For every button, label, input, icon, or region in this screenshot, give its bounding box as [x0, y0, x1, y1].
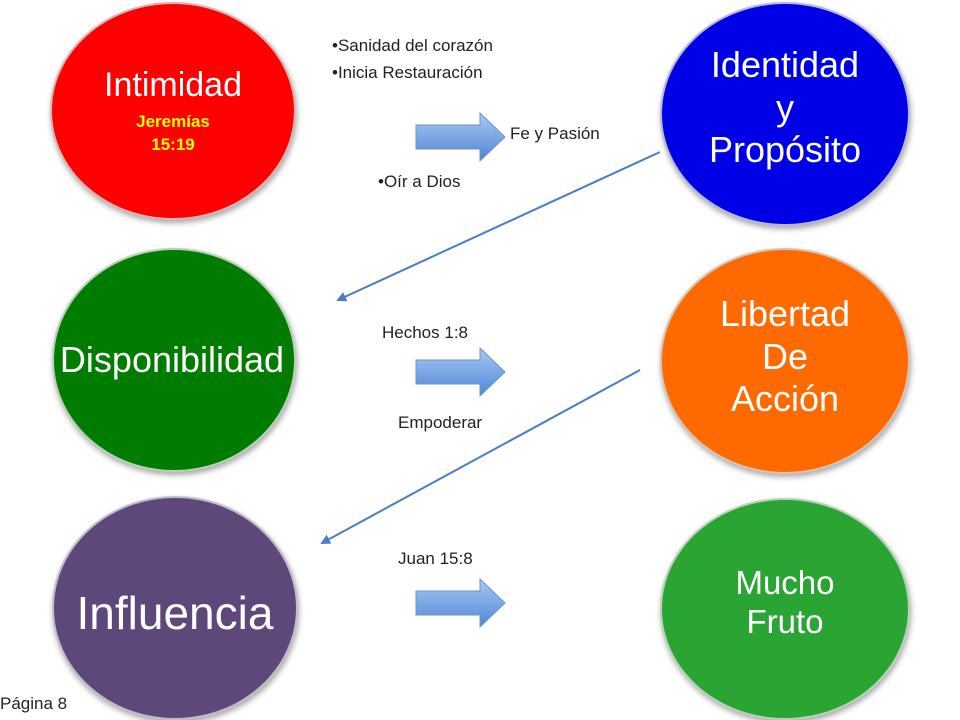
mucho-fruto-label: Mucho Fruto [735, 564, 834, 642]
bullet-text: Sanidad del corazón [337, 36, 493, 55]
identidad-label: Identidad y Propósito [709, 44, 861, 171]
influencia-label: Influencia [76, 586, 274, 639]
block-arrow-2 [415, 346, 506, 398]
circle-mucho-fruto: Mucho Fruto [660, 498, 910, 720]
libertad-line2: De [761, 335, 808, 377]
fruto-line2: Fruto [746, 603, 824, 640]
disponibilidad-label: Disponibilidad [59, 338, 285, 380]
bullet-item: Oír a Dios [378, 168, 461, 195]
intimidad-label: Intimidad [104, 66, 242, 104]
oir-bullet-list: Oír a Dios [378, 168, 461, 195]
intimidad-reference: Jeremías 15:19 [136, 111, 210, 157]
circle-intimidad: Intimidad Jeremías 15:19 [50, 2, 296, 220]
bullet-item: Sanidad del corazón [332, 32, 493, 59]
reference-book: Jeremías [136, 112, 210, 132]
bullet-text: Oír a Dios [383, 172, 461, 191]
top-bullet-list: Sanidad del corazón Inicia Restauración [332, 32, 493, 86]
juan-reference: Juan 15:8 [398, 549, 473, 568]
circle-libertad-accion: Libertad De Acción [660, 248, 910, 474]
identidad-line2: y [776, 86, 794, 128]
libertad-label: Libertad De Acción [720, 293, 850, 420]
block-arrow-1 [415, 111, 506, 163]
block-arrow-3 [415, 577, 506, 629]
bullet-item: Inicia Restauración [332, 59, 493, 86]
connector-libertad-to-influencia [320, 369, 641, 544]
identidad-line1: Identidad [710, 44, 860, 86]
circle-influencia: Influencia [52, 496, 298, 720]
circle-disponibilidad: Disponibilidad [52, 248, 296, 472]
libertad-line1: Libertad [719, 293, 851, 335]
connector-identidad-to-disponibilidad [336, 151, 661, 302]
empoderar-text: Empoderar [398, 413, 483, 432]
hechos-reference: Hechos 1:8 [382, 323, 468, 342]
bullet-text: Inicia Restauración [337, 63, 483, 82]
circle-identidad-proposito: Identidad y Propósito [660, 2, 910, 226]
mucho-line1: Mucho [735, 564, 835, 602]
libertad-line3: Acción [730, 378, 840, 420]
reference-verse: 15:19 [151, 135, 195, 155]
identidad-line3: Propósito [708, 129, 862, 171]
page-number: Página 8 [0, 694, 68, 713]
fe-y-pasion-text: Fe y Pasión [510, 124, 600, 143]
